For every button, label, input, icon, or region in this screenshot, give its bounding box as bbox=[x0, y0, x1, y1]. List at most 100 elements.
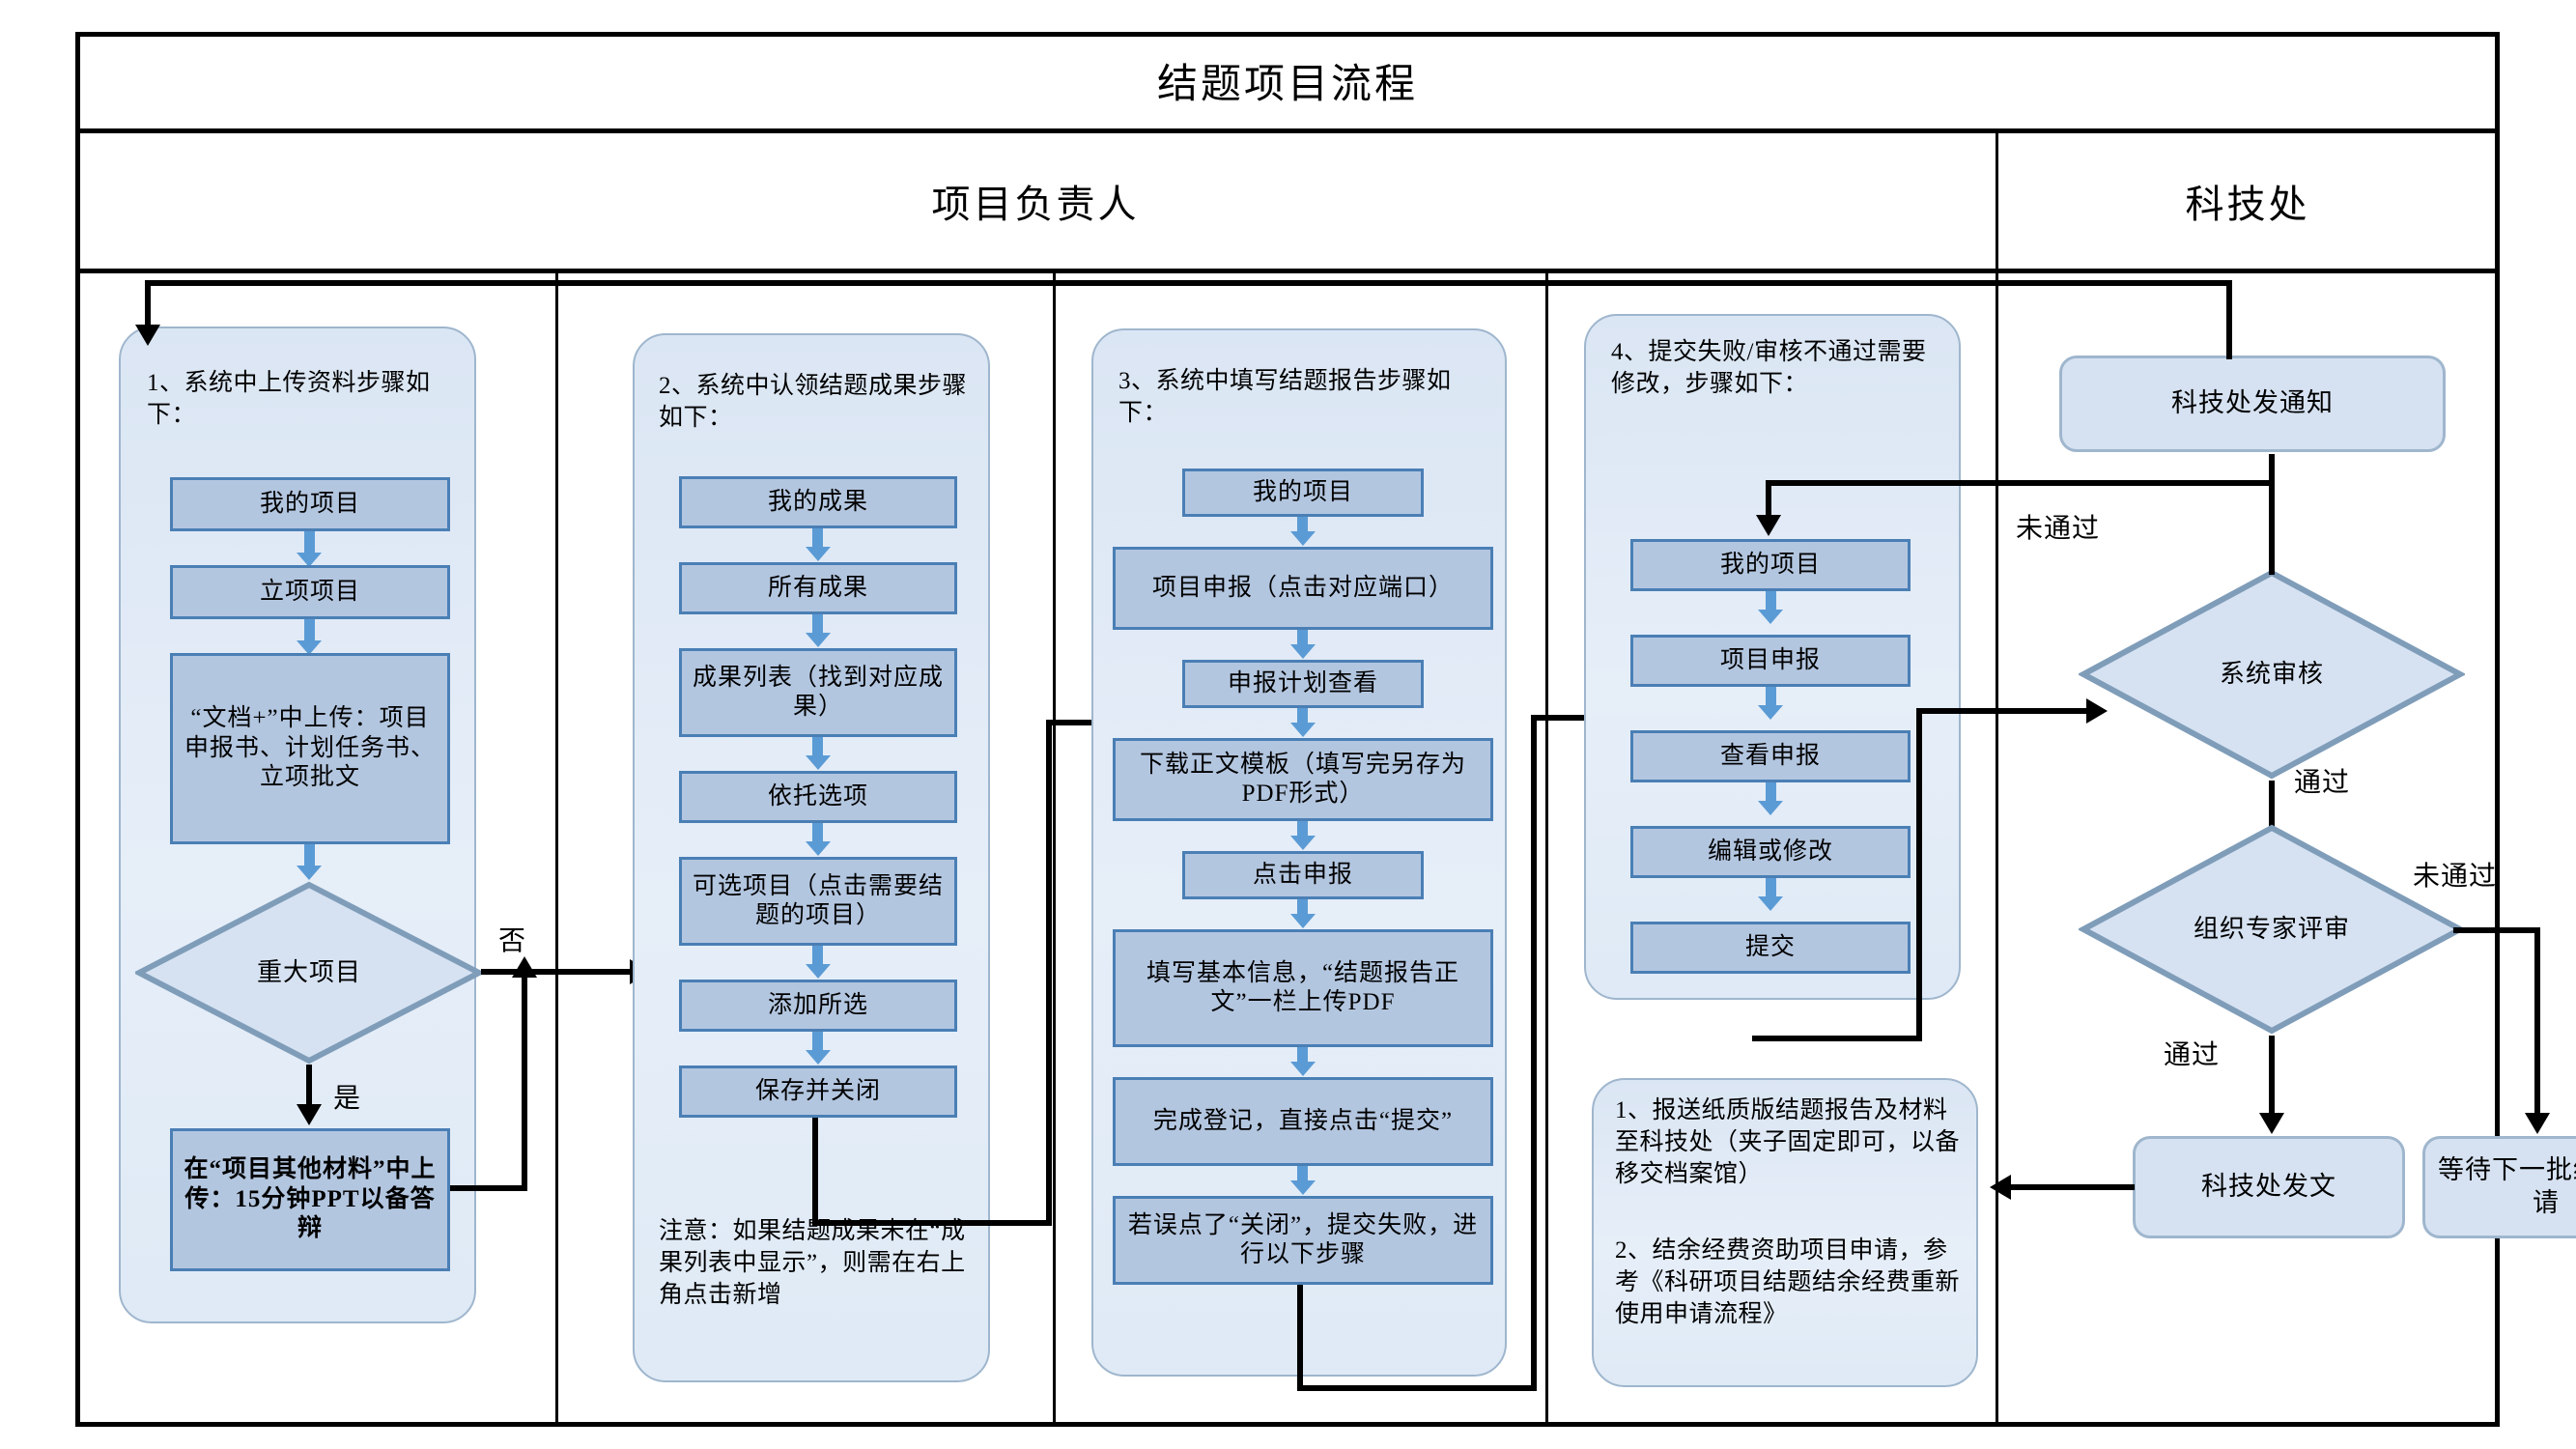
c4-in-rework-v bbox=[1766, 480, 1771, 521]
c1-connector-2-head bbox=[297, 640, 322, 655]
c3-step-2[interactable]: 项目申报（点击对应端口） bbox=[1113, 547, 1493, 630]
c3-conn-7 bbox=[1297, 1166, 1308, 1183]
notice-out-h bbox=[145, 280, 2232, 286]
c2-note: 注意：如果结题成果未在“成果列表中显示”，则需在右上角点击新增 bbox=[659, 1218, 966, 1308]
c3-conn-3-head bbox=[1290, 723, 1316, 737]
c2-step-7[interactable]: 保存并关闭 bbox=[679, 1065, 957, 1118]
c3-conn-1 bbox=[1297, 517, 1308, 534]
c2-step-3[interactable]: 成果列表（找到对应成果） bbox=[679, 648, 957, 737]
lane-row-separator bbox=[75, 269, 2500, 273]
expert-fail-h bbox=[2453, 927, 2540, 933]
c3-conn-6-head bbox=[1290, 1062, 1316, 1076]
expert-pass-label: 通过 bbox=[2164, 1040, 2221, 1070]
expert-fail-arrow bbox=[2525, 1113, 2550, 1134]
c4-conn-1-head bbox=[1758, 610, 1783, 624]
notice-out-v bbox=[2226, 280, 2232, 359]
c1-yes-arrow bbox=[297, 1104, 322, 1125]
c3-conn-5 bbox=[1297, 899, 1308, 917]
c2-step-2[interactable]: 所有成果 bbox=[679, 562, 957, 614]
c1-connector-2 bbox=[304, 619, 315, 644]
c3-conn-4-head bbox=[1290, 836, 1316, 850]
c2-conn-2 bbox=[812, 614, 823, 636]
c1-connector-1 bbox=[304, 531, 315, 556]
system-pass-label: 通过 bbox=[2294, 768, 2351, 798]
c1-step-1[interactable]: 我的项目 bbox=[170, 477, 450, 531]
c4-step-5[interactable]: 提交 bbox=[1630, 922, 1911, 974]
c1-no-line-h bbox=[481, 969, 637, 975]
c2-out-v1 bbox=[812, 1118, 818, 1226]
c2-conn-2-head bbox=[806, 633, 831, 647]
c3-conn-4 bbox=[1297, 821, 1308, 838]
system-pass-v bbox=[2269, 781, 2275, 842]
c2-conn-1 bbox=[812, 528, 823, 550]
expert-review-diamond[interactable] bbox=[2079, 823, 2465, 1036]
expert-pass-v bbox=[2269, 1036, 2275, 1121]
column-divider-2 bbox=[1053, 269, 1056, 1427]
c3-step-4[interactable]: 下载正文模板（填写完另存为PDF形式） bbox=[1113, 738, 1493, 821]
c2-conn-3-head bbox=[806, 755, 831, 770]
c3-out-h2 bbox=[1531, 715, 1610, 721]
c4-in-rework-arrow bbox=[1756, 515, 1781, 536]
c2-step-1[interactable]: 我的成果 bbox=[679, 476, 957, 528]
diagram-outer-frame bbox=[75, 32, 2500, 1427]
expert-fail-v bbox=[2534, 927, 2540, 1121]
panel-footer-notes bbox=[1592, 1078, 1978, 1387]
c3-out-h1 bbox=[1297, 1385, 1537, 1391]
notice-to-col1-arrow bbox=[135, 325, 160, 346]
c3-step-1[interactable]: 我的项目 bbox=[1182, 469, 1424, 517]
c4-step-4[interactable]: 编辑或修改 bbox=[1630, 826, 1911, 878]
c1-no-label: 否 bbox=[498, 926, 527, 956]
c1-loop-arrow bbox=[512, 956, 537, 978]
c4-out-arrow bbox=[2086, 698, 2108, 724]
c4-out-h-top bbox=[1916, 708, 2094, 714]
c4-conn-1 bbox=[1766, 591, 1776, 612]
title-row-separator bbox=[75, 128, 2500, 133]
c2-step-6[interactable]: 添加所选 bbox=[679, 980, 957, 1032]
c3-conn-6 bbox=[1297, 1047, 1308, 1065]
c2-step-5[interactable]: 可选项目（点击需要结题的项目） bbox=[679, 857, 957, 946]
panel-1-heading: 1、系统中上传资料步骤如下： bbox=[147, 370, 431, 428]
c2-conn-5-head bbox=[806, 964, 831, 979]
c2-conn-1-head bbox=[806, 547, 831, 561]
c4-in-rework-h bbox=[1766, 480, 2017, 486]
c2-conn-3 bbox=[812, 737, 823, 758]
notice-box[interactable]: 科技处发通知 bbox=[2059, 355, 2446, 452]
c4-footer-note-2: 2、结余经费资助项目申请，参考《科研项目结题结余经费重新使用申请流程》 bbox=[1615, 1237, 1961, 1327]
c4-out-h-bottom bbox=[1752, 1036, 1922, 1041]
notice-to-col1-v bbox=[145, 280, 151, 330]
c3-step-6[interactable]: 填写基本信息，“结题报告正文”一栏上传PDF bbox=[1113, 929, 1493, 1047]
c1-step-2[interactable]: 立项项目 bbox=[170, 565, 450, 619]
c1-loop-h bbox=[450, 1185, 527, 1191]
c3-conn-7-head bbox=[1290, 1180, 1316, 1195]
c1-yes-label: 是 bbox=[333, 1084, 362, 1114]
result-wait-box[interactable]: 等待下一批结题申请 bbox=[2422, 1136, 2576, 1238]
system-review-diamond[interactable] bbox=[2079, 568, 2465, 781]
c4-step-1[interactable]: 我的项目 bbox=[1630, 539, 1911, 591]
c3-step-3[interactable]: 申报计划查看 bbox=[1182, 660, 1424, 708]
c2-out-v2 bbox=[1046, 720, 1052, 1226]
c4-step-3[interactable]: 查看申报 bbox=[1630, 730, 1911, 782]
c3-step-7[interactable]: 完成登记，直接点击“提交” bbox=[1113, 1077, 1493, 1166]
c2-out-h2 bbox=[1046, 720, 1131, 725]
c3-step-8[interactable]: 若误点了“关闭”，提交失败，进行以下步骤 bbox=[1113, 1196, 1493, 1285]
c2-conn-4-head bbox=[806, 841, 831, 856]
c3-step-5[interactable]: 点击申报 bbox=[1182, 851, 1424, 899]
c1-connector-3-head bbox=[297, 866, 322, 880]
system-fail-label: 未通过 bbox=[2016, 514, 2101, 544]
c4-out-v bbox=[1916, 708, 1922, 1041]
c3-out-v2 bbox=[1531, 715, 1537, 1391]
c4-conn-4 bbox=[1766, 878, 1776, 899]
c4-footer-note-1: 1、报送纸质版结题报告及材料至科技处（夹子固定即可，以备移交档案馆） bbox=[1615, 1097, 1961, 1187]
c2-step-4[interactable]: 依托选项 bbox=[679, 771, 957, 823]
c1-connector-1-head bbox=[297, 553, 322, 567]
result-issue-box[interactable]: 科技处发文 bbox=[2133, 1136, 2405, 1238]
c2-conn-6-head bbox=[806, 1050, 831, 1065]
system-fail-h bbox=[1997, 480, 2272, 486]
c4-conn-2 bbox=[1766, 687, 1776, 708]
c1-step-3[interactable]: “文档+”中上传：项目申报书、计划任务书、立项批文 bbox=[170, 653, 450, 844]
c4-step-2[interactable]: 项目申报 bbox=[1630, 635, 1911, 687]
c1-final-box[interactable]: 在“项目其他材料”中上传：15分钟PPT以备答辩 bbox=[170, 1128, 450, 1271]
c1-yes-line bbox=[306, 1065, 312, 1111]
c1-decision-diamond[interactable] bbox=[135, 881, 483, 1065]
